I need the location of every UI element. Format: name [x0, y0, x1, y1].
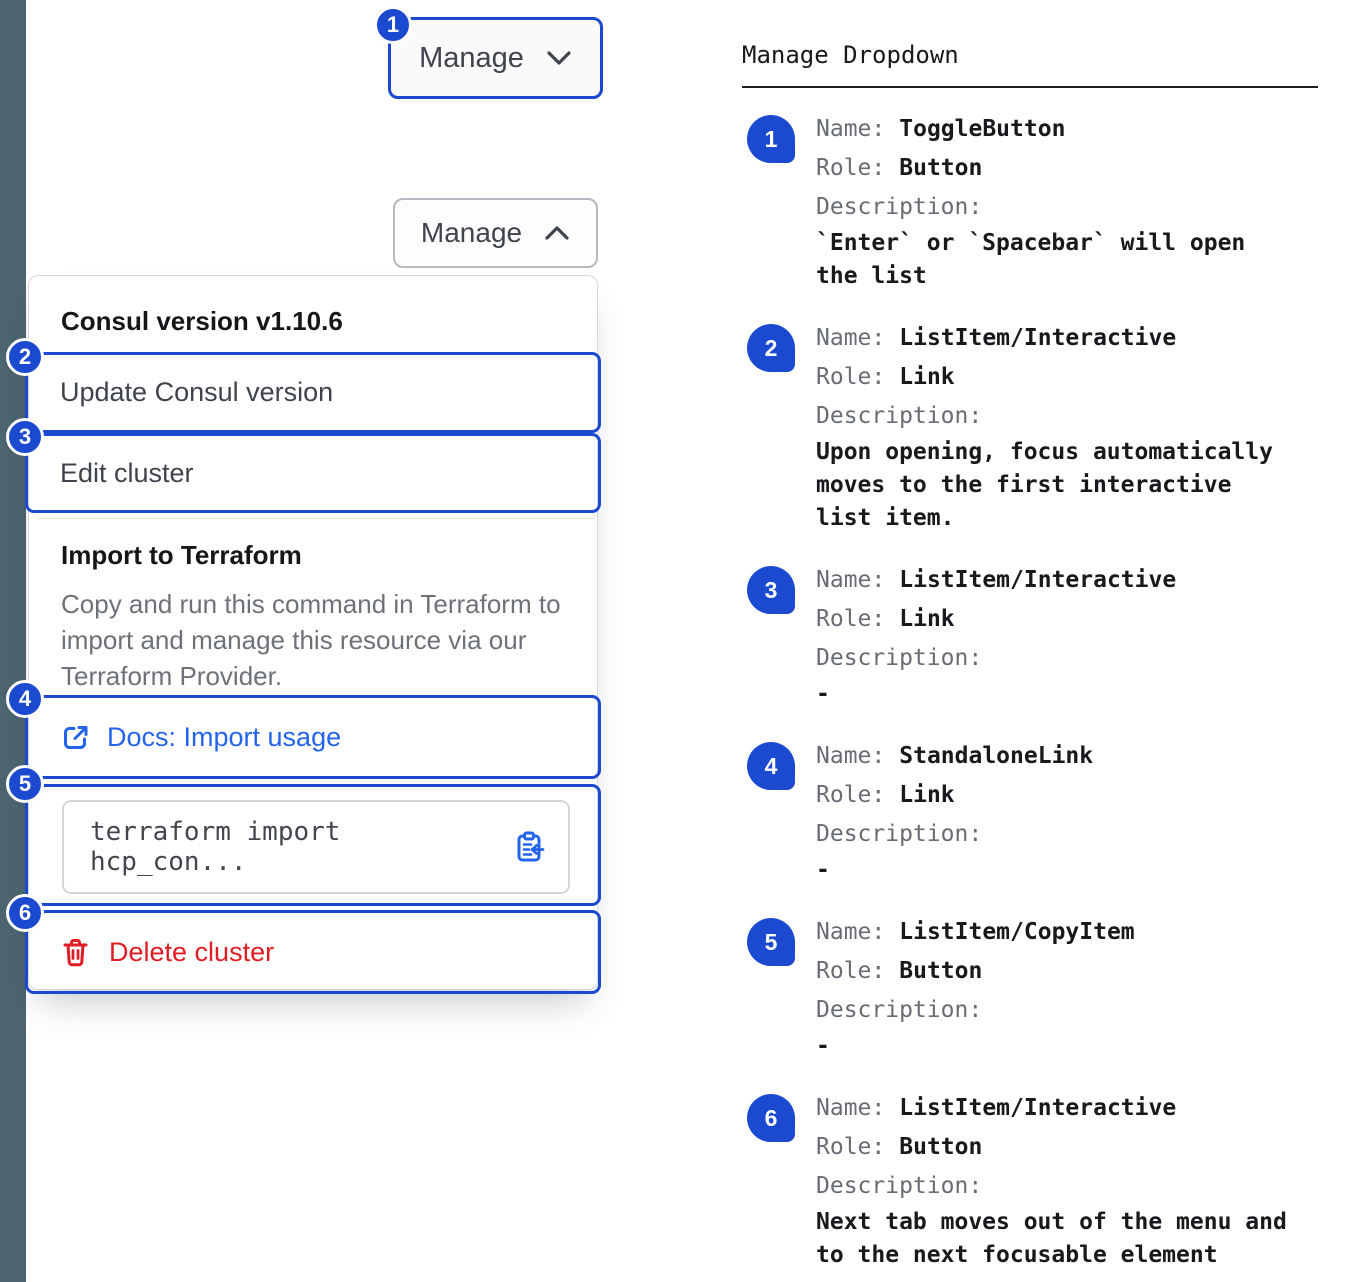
legend-entry-6: 6 Name:ListItem/Interactive Role:Button …: [742, 1089, 1322, 1272]
manage-toggle-label: Manage: [419, 41, 524, 74]
annotation-badge-5: 5: [6, 765, 44, 803]
chevron-up-icon: [544, 225, 570, 241]
description-value: `Enter` or `Spacebar` will open the list: [816, 230, 1246, 289]
legend-rule: [742, 86, 1318, 88]
import-description: Copy and run this command in Terraform t…: [61, 589, 561, 691]
legend-badge-6: 6: [747, 1094, 795, 1142]
name-label: Name:: [816, 116, 886, 142]
legend-badge-4: 4: [747, 742, 795, 790]
name-label: Name:: [816, 919, 886, 945]
name-value: ListItem/CopyItem: [899, 919, 1135, 945]
menu-item-docs-import-usage[interactable]: Docs: Import usage: [25, 695, 601, 779]
legend-entry-3: 3 Name: ListItem/Interactive Role: Link De…: [742, 561, 1322, 711]
role-value: Link: [899, 782, 955, 808]
role-label: Role:: [816, 364, 886, 390]
name-label: Name:: [816, 743, 886, 769]
menu-item-delete-cluster[interactable]: Delete cluster: [25, 910, 601, 994]
trash-icon: [60, 937, 91, 968]
legend-badge-5: 5: [747, 918, 795, 966]
legend-badge-2: 2: [747, 324, 795, 372]
menu-item-copy-command[interactable]: terraform import hcp_con...: [25, 784, 601, 906]
external-link-icon: [60, 722, 91, 753]
update-consul-version-label: Update Consul version: [60, 377, 334, 407]
terraform-command-text: terraform import hcp_con...: [90, 817, 341, 877]
docs-import-usage-link[interactable]: Docs: Import usage: [107, 721, 342, 752]
menu-item-update-consul-version[interactable]: Update Consul version: [25, 352, 601, 433]
description-label: Description:: [816, 194, 983, 220]
delete-cluster-label: Delete cluster: [109, 936, 275, 967]
role-value: Button: [899, 155, 983, 181]
name-label: Name:: [816, 567, 886, 593]
legend-entry-2: 2 Name: ListItem/Interactive Role: Link De…: [742, 319, 1322, 535]
role-label: Role:: [816, 958, 886, 984]
description-value: -: [816, 681, 830, 707]
copy-clipboard-icon[interactable]: [512, 830, 546, 864]
legend-entry-4: 4 Name: StandaloneLink Role: Link Descript…: [742, 737, 1322, 887]
name-label: Name:: [816, 325, 886, 351]
name-label: Name:: [816, 1095, 886, 1121]
description-value: -: [816, 1033, 830, 1059]
terraform-command-field[interactable]: terraform import hcp_con...: [62, 800, 570, 894]
description-value: Next tab moves out of the menu and to th…: [816, 1209, 1287, 1268]
role-value: Link: [899, 606, 955, 632]
description-label: Description:: [816, 997, 983, 1023]
name-value: ListItem/Interactive: [899, 1095, 1177, 1121]
annotation-badge-3: 3: [6, 418, 44, 456]
role-label: Role:: [816, 1134, 886, 1160]
name-value: ListItem/Interactive: [899, 325, 1177, 351]
left-edge-strip: [0, 0, 26, 1282]
description-label: Description:: [816, 1173, 983, 1199]
role-value: Button: [899, 958, 983, 984]
role-label: Role:: [816, 155, 886, 181]
consul-version-header: Consul version v1.10.6: [61, 306, 343, 336]
role-value: Link: [899, 364, 955, 390]
description-value: Upon opening, focus automatically moves …: [816, 439, 1273, 531]
legend-entries: 1 Name: ToggleButton Role: Button Descript…: [742, 110, 1322, 1272]
annotation-badge-6: 6: [6, 894, 44, 932]
edit-cluster-label: Edit cluster: [60, 457, 194, 488]
manage-toggle-button[interactable]: Manage: [388, 17, 603, 99]
legend-entry-1: 1 Name: ToggleButton Role: Button Descript…: [742, 110, 1322, 293]
chevron-down-icon: [546, 50, 572, 66]
manage-toggle-button-expanded[interactable]: Manage: [393, 198, 598, 268]
legend-panel: Manage Dropdown 1 Name: ToggleButton Role…: [742, 40, 1322, 1282]
description-label: Description:: [816, 403, 983, 429]
name-value: ToggleButton: [899, 116, 1066, 142]
legend-entry-5: 5 Name: ListItem/CopyItem Role: Button Des…: [742, 913, 1322, 1063]
annotation-badge-4: 4: [6, 680, 44, 718]
manage-expanded-label: Manage: [420, 217, 523, 248]
name-value: ListItem/Interactive: [899, 567, 1177, 593]
role-value: Button: [899, 1134, 983, 1160]
legend-badge-1: 1: [747, 115, 795, 163]
annotation-badge-1: 1: [374, 6, 412, 44]
annotation-badge-2: 2: [6, 338, 44, 376]
import-to-terraform-header: Import to Terraform: [61, 540, 302, 570]
legend-title: Manage Dropdown: [742, 41, 959, 69]
description-label: Description:: [816, 821, 983, 847]
role-label: Role:: [816, 782, 886, 808]
role-label: Role:: [816, 606, 886, 632]
description-label: Description:: [816, 645, 983, 671]
menu-item-edit-cluster[interactable]: Edit cluster: [25, 433, 601, 513]
description-value: -: [816, 857, 830, 883]
manage-dropdown-menu: Consul version v1.10.6 Update Consul ver…: [25, 275, 601, 994]
name-value: StandaloneLink: [899, 743, 1094, 769]
legend-badge-3: 3: [747, 566, 795, 614]
menu-divider: [37, 518, 595, 519]
